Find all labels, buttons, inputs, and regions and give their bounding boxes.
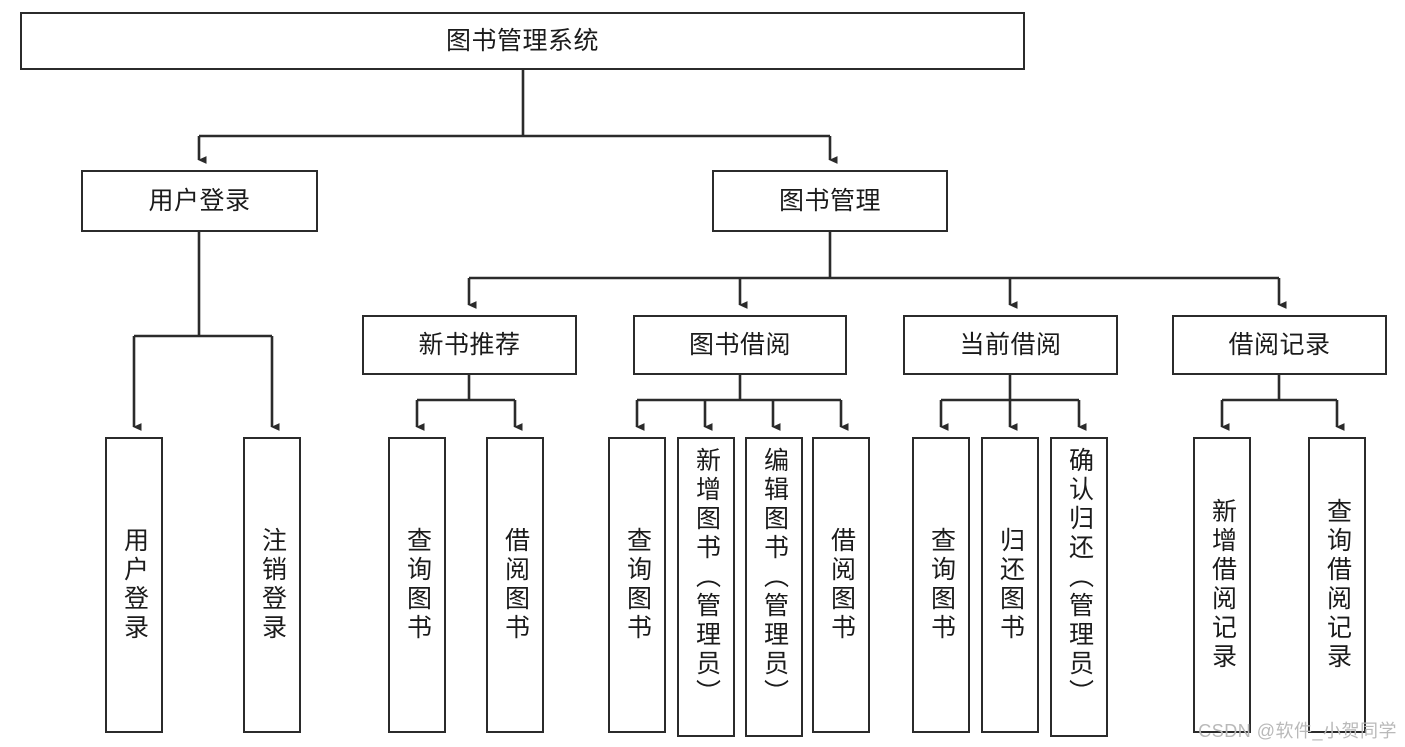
leaf-current-borrow-confirm-return-admin[interactable]: 确认归还（管理员） <box>1050 437 1108 737</box>
node-borrow-record-label: 借阅记录 <box>1228 330 1331 359</box>
leaf-book-borrow-edit-book-admin[interactable]: 编辑图书（管理员） <box>745 437 803 737</box>
leaf-book-borrow-borrow-book[interactable]: 借阅图书 <box>812 437 870 733</box>
leaf-current-borrow-confirm-return-admin-label: 确认归还（管理员） <box>1065 447 1094 708</box>
node-root-label: 图书管理系统 <box>445 26 599 55</box>
leaf-book-borrow-add-book-admin[interactable]: 新增图书（管理员） <box>677 437 735 737</box>
leaf-current-borrow-return-book-label: 归还图书 <box>996 527 1025 643</box>
node-book-borrow[interactable]: 图书借阅 <box>633 315 847 375</box>
node-book-borrow-label: 图书借阅 <box>688 330 791 359</box>
leaf-user-login-login-label: 用户登录 <box>120 527 149 643</box>
leaf-new-book-borrow-book[interactable]: 借阅图书 <box>486 437 544 733</box>
leaf-new-book-query-book[interactable]: 查询图书 <box>388 437 446 733</box>
leaf-book-borrow-borrow-book-label: 借阅图书 <box>827 527 856 643</box>
leaf-book-borrow-add-book-admin-label: 新增图书（管理员） <box>692 447 721 708</box>
node-current-borrow-label: 当前借阅 <box>959 330 1062 359</box>
leaf-borrow-record-add-record-label: 新增借阅记录 <box>1208 498 1237 672</box>
leaf-user-login-logout[interactable]: 注销登录 <box>243 437 301 733</box>
leaf-current-borrow-query-book[interactable]: 查询图书 <box>912 437 970 733</box>
leaf-borrow-record-add-record[interactable]: 新增借阅记录 <box>1193 437 1251 733</box>
leaf-borrow-record-query-record-label: 查询借阅记录 <box>1323 498 1352 672</box>
node-book-management-label: 图书管理 <box>778 186 881 215</box>
leaf-new-book-query-book-label: 查询图书 <box>403 527 432 643</box>
node-user-login-label: 用户登录 <box>148 186 251 215</box>
node-current-borrow[interactable]: 当前借阅 <box>903 315 1118 375</box>
node-new-book-recommend-label: 新书推荐 <box>418 330 521 359</box>
node-user-login[interactable]: 用户登录 <box>81 170 318 232</box>
leaf-user-login-login[interactable]: 用户登录 <box>105 437 163 733</box>
node-root-book-management-system[interactable]: 图书管理系统 <box>20 12 1025 70</box>
leaf-current-borrow-query-book-label: 查询图书 <box>927 527 956 643</box>
leaf-book-borrow-query-book[interactable]: 查询图书 <box>608 437 666 733</box>
leaf-borrow-record-query-record[interactable]: 查询借阅记录 <box>1308 437 1366 733</box>
leaf-book-borrow-query-book-label: 查询图书 <box>623 527 652 643</box>
node-borrow-record[interactable]: 借阅记录 <box>1172 315 1387 375</box>
node-new-book-recommend[interactable]: 新书推荐 <box>362 315 577 375</box>
node-book-management[interactable]: 图书管理 <box>712 170 948 232</box>
leaf-user-login-logout-label: 注销登录 <box>258 527 287 643</box>
leaf-book-borrow-edit-book-admin-label: 编辑图书（管理员） <box>760 447 789 708</box>
leaf-current-borrow-return-book[interactable]: 归还图书 <box>981 437 1039 733</box>
leaf-new-book-borrow-book-label: 借阅图书 <box>501 527 530 643</box>
